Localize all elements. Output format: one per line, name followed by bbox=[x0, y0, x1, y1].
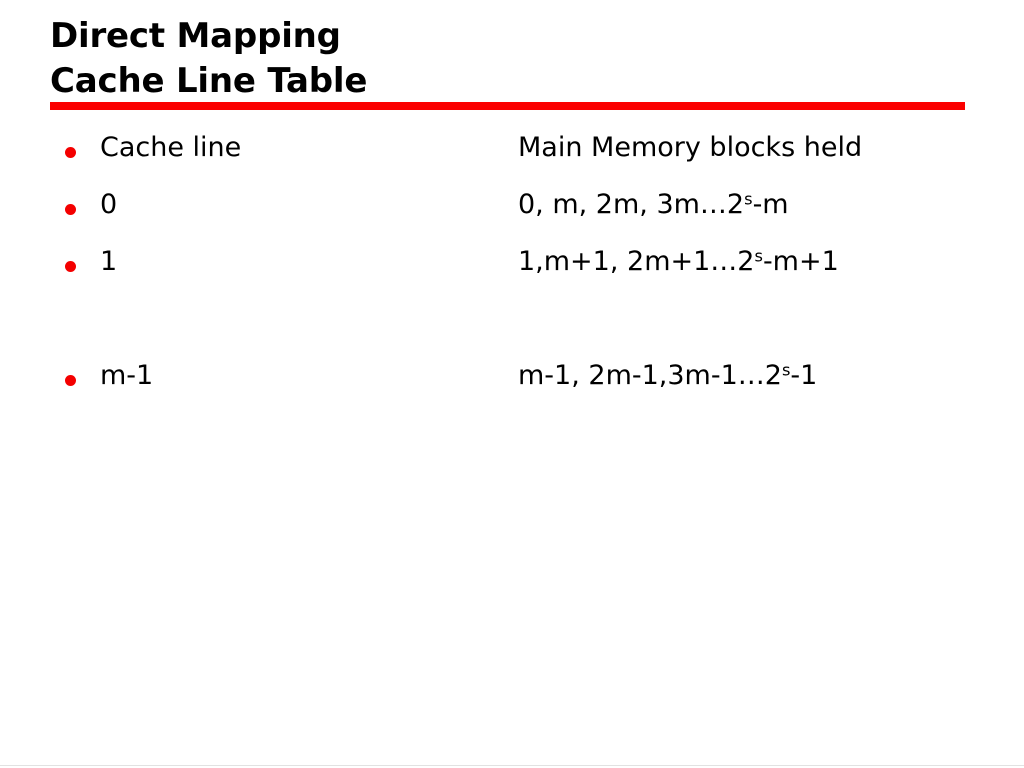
list-item: 1 1,m+1, 2m+1…2s-m+1 bbox=[50, 242, 980, 299]
memory-blocks-value: m-1, 2m-1,3m-1…2s-1 bbox=[518, 356, 817, 396]
slide-title-line-1: Direct Mapping bbox=[50, 16, 341, 56]
slide-title: Direct Mapping Cache Line Table bbox=[50, 14, 970, 104]
list-item: m-1 m-1, 2m-1,3m-1…2s-1 bbox=[50, 356, 980, 413]
memory-blocks-prefix: 0, m, 2m, 3m…2 bbox=[518, 189, 745, 220]
memory-blocks-exponent: s bbox=[744, 189, 753, 209]
title-divider-rule bbox=[50, 102, 965, 110]
memory-blocks-value: 1,m+1, 2m+1…2s-m+1 bbox=[518, 242, 839, 282]
cache-line-value: 0 bbox=[100, 189, 118, 220]
list-item-spacer bbox=[50, 299, 980, 356]
cache-line-value: 1 bbox=[100, 246, 118, 277]
list-item: 0 0, m, 2m, 3m…2s-m bbox=[50, 185, 980, 242]
memory-blocks-prefix: 1,m+1, 2m+1…2 bbox=[518, 246, 755, 277]
cache-line-table-list: Cache line Main Memory blocks held 0 0, … bbox=[50, 128, 980, 413]
memory-blocks-value: Main Memory blocks held bbox=[518, 128, 862, 168]
memory-blocks-suffix: -m+1 bbox=[762, 246, 839, 277]
memory-blocks-value: 0, m, 2m, 3m…2s-m bbox=[518, 185, 789, 225]
memory-blocks-exponent: s bbox=[754, 246, 763, 266]
memory-blocks-suffix: -1 bbox=[790, 360, 818, 391]
bullet-icon bbox=[65, 204, 76, 215]
memory-blocks-exponent: s bbox=[781, 360, 791, 380]
cache-line-value: m-1 bbox=[100, 360, 154, 391]
page-bottom-edge bbox=[0, 765, 1024, 766]
slide-title-line-2: Cache Line Table bbox=[50, 61, 368, 101]
bullet-icon bbox=[65, 375, 76, 386]
bullet-icon bbox=[65, 261, 76, 272]
cache-line-value: Cache line bbox=[100, 132, 242, 163]
memory-blocks-suffix: -m bbox=[752, 189, 789, 220]
bullet-icon bbox=[65, 147, 76, 158]
memory-blocks-prefix: m-1, 2m-1,3m-1…2 bbox=[518, 360, 782, 391]
memory-blocks-prefix: Main Memory blocks held bbox=[518, 132, 863, 163]
list-item: Cache line Main Memory blocks held bbox=[50, 128, 980, 185]
